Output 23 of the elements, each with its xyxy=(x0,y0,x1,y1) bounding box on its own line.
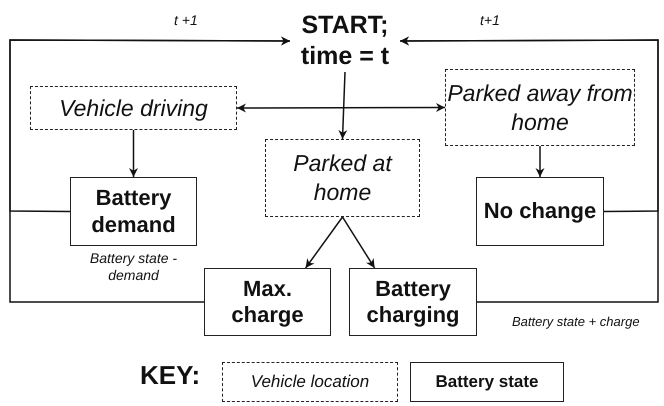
edge-label: t+1 xyxy=(478,12,502,28)
note-text: Battery state + charge xyxy=(512,314,641,329)
key-sample-box: Vehicle location xyxy=(222,362,398,402)
key-sample-box: Battery state xyxy=(410,362,564,402)
arrow xyxy=(338,72,348,140)
location-box: Parked at home xyxy=(265,139,420,217)
location-box: Vehicle driving xyxy=(30,86,237,130)
arrow xyxy=(129,130,138,177)
arrow xyxy=(9,36,290,303)
arrow xyxy=(342,216,376,268)
start-text: START; time = t xyxy=(290,10,400,72)
location-box: Parked away from home xyxy=(445,69,635,146)
state-box: Battery charging xyxy=(349,268,477,336)
arrow xyxy=(536,146,544,177)
edge-label: t +1 xyxy=(172,12,200,28)
key-heading: KEY: xyxy=(140,360,202,391)
arrow xyxy=(305,216,344,268)
arrow xyxy=(400,36,659,303)
arrow xyxy=(237,103,445,112)
state-box: Battery demand xyxy=(70,177,197,246)
state-box: Max. charge xyxy=(204,268,331,336)
state-box: No change xyxy=(476,177,604,246)
note-text: Battery state - demand xyxy=(88,250,178,284)
